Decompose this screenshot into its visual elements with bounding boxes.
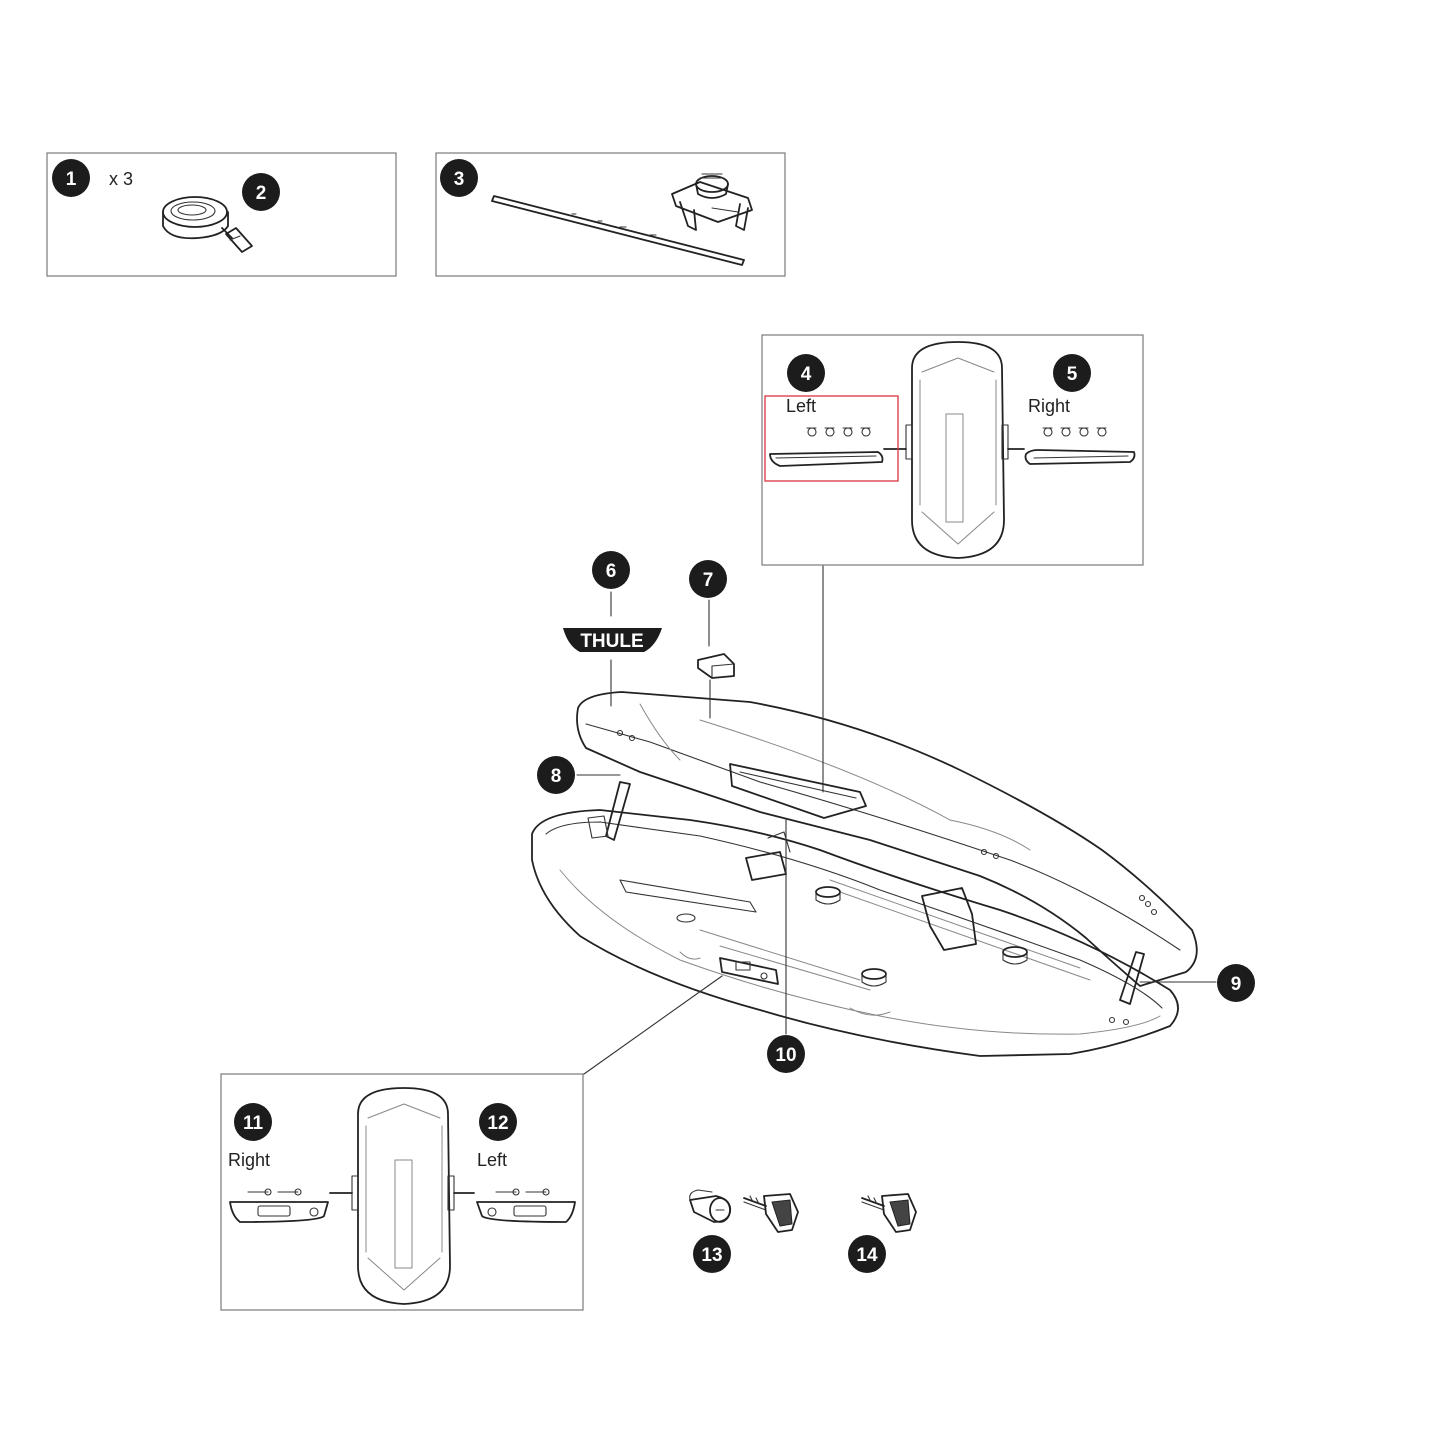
callout-number: 4 xyxy=(801,364,812,385)
callout-4: 4 xyxy=(787,354,825,392)
callout-number: 8 xyxy=(551,766,562,787)
screw-icon xyxy=(806,427,871,437)
callout-6: 6 xyxy=(592,551,630,589)
callout-8: 8 xyxy=(537,756,575,794)
left-side-trim-illustration xyxy=(769,427,884,467)
callout-7: 7 xyxy=(689,560,727,598)
left-trim-highlight xyxy=(764,395,899,482)
panel-straps xyxy=(46,152,397,277)
knob-clamp-illustration xyxy=(671,173,753,231)
callout-number: 6 xyxy=(606,561,617,582)
callout-11: 11 xyxy=(234,1103,272,1141)
lid-clip-illustration xyxy=(697,653,735,679)
quantity-label: x 3 xyxy=(109,169,133,189)
callout-10: 10 xyxy=(767,1035,805,1073)
right-end-cap-illustration xyxy=(229,1188,329,1223)
callout-number: 10 xyxy=(775,1045,796,1066)
thule-logo-text: THULE xyxy=(580,631,643,652)
callout-1: 1 xyxy=(52,159,90,197)
screw-icon xyxy=(1042,427,1107,437)
callout-number: 3 xyxy=(454,169,465,190)
callout-9: 9 xyxy=(1217,964,1255,1002)
callout-13: 13 xyxy=(693,1235,731,1273)
roof-box-illustration xyxy=(531,691,1198,1057)
screw-icon xyxy=(247,1188,302,1196)
left-label-bottom: Left xyxy=(477,1150,507,1170)
mounting-rail-illustration xyxy=(491,195,745,266)
box-top-view-upper xyxy=(883,341,1025,559)
callout-14: 14 xyxy=(848,1235,886,1273)
left-label-top: Left xyxy=(786,396,816,416)
callout-number: 5 xyxy=(1067,364,1078,385)
key-icon xyxy=(861,1193,917,1233)
callout-number: 2 xyxy=(256,183,267,204)
left-end-cap-illustration xyxy=(476,1188,576,1223)
leader-lines xyxy=(576,565,1217,1075)
lock-cylinder-illustration xyxy=(689,1189,732,1223)
callout-number: 9 xyxy=(1231,974,1242,995)
callout-12: 12 xyxy=(479,1103,517,1141)
right-label-bottom: Right xyxy=(228,1150,270,1170)
callout-number: 7 xyxy=(703,570,714,591)
callout-number: 1 xyxy=(66,169,77,190)
box-top-view-lower xyxy=(329,1087,475,1305)
right-side-trim-illustration xyxy=(1024,427,1136,465)
callout-number: 13 xyxy=(701,1245,722,1266)
right-label-top: Right xyxy=(1028,396,1070,416)
callout-5: 5 xyxy=(1053,354,1091,392)
key-icon xyxy=(743,1193,799,1233)
screw-icon xyxy=(495,1188,550,1196)
strap-illustration xyxy=(162,196,253,253)
callout-3: 3 xyxy=(440,159,478,197)
callout-number: 11 xyxy=(243,1113,264,1134)
callout-number: 14 xyxy=(856,1245,878,1266)
thule-logo-badge: THULE xyxy=(563,628,662,652)
callout-2: 2 xyxy=(242,173,280,211)
callout-number: 12 xyxy=(487,1113,508,1134)
